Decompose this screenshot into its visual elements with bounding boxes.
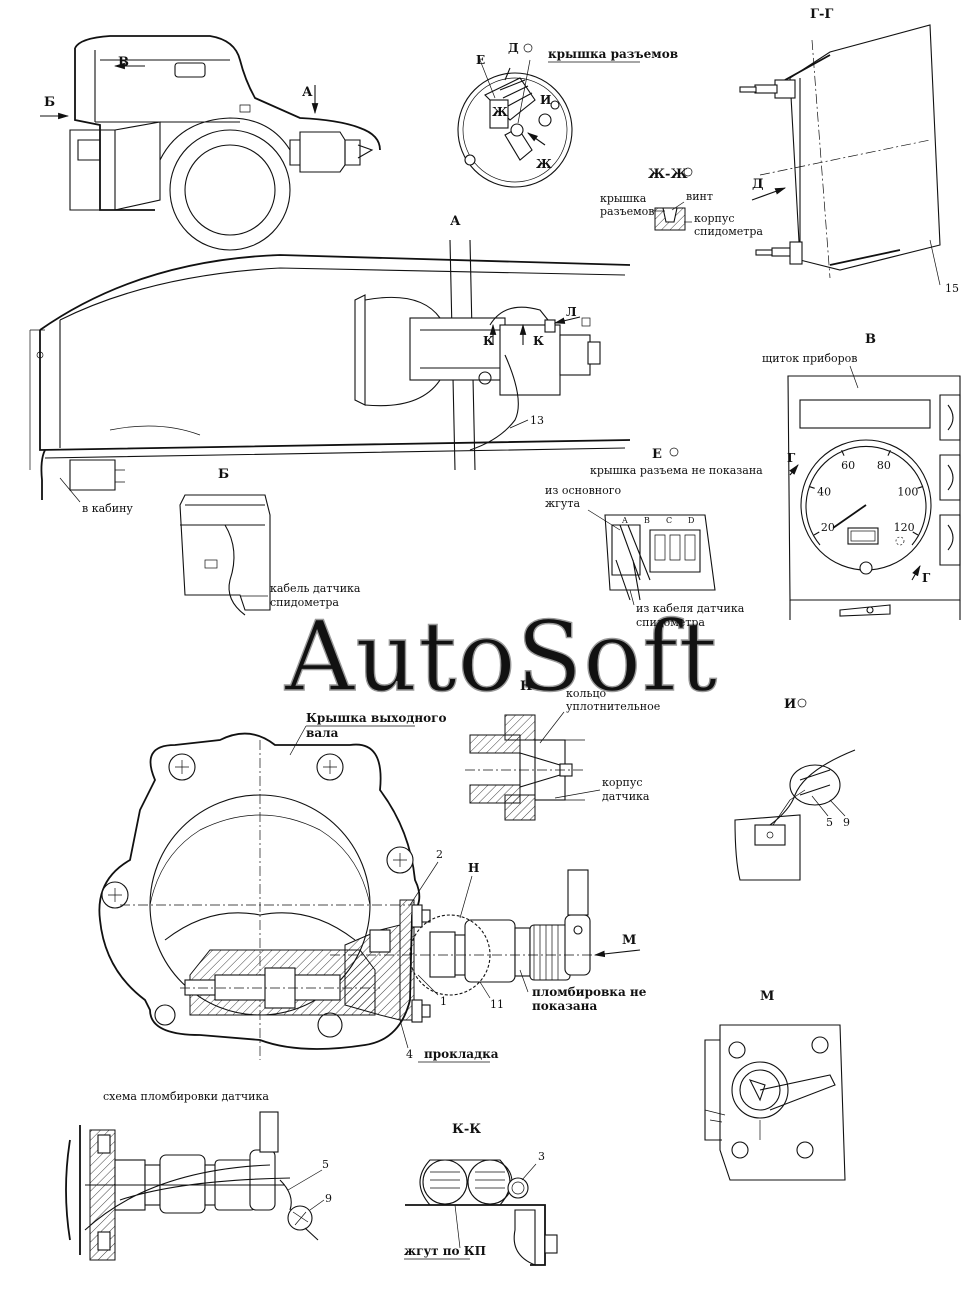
from-sensor-label-b: спидометра: [636, 616, 705, 629]
connector-column-label: A: [621, 516, 628, 525]
view-b-title: Б: [218, 467, 229, 482]
section-g-g-title: Г-Г: [810, 7, 833, 22]
to-cabin-label: в кабину: [82, 502, 133, 515]
section-g-g: Г-Г 15 Д: [739, 7, 959, 295]
gauge-tick-label: 20: [821, 521, 835, 534]
mark-g2: Г: [922, 571, 931, 585]
ref-4: 4: [406, 1048, 413, 1061]
arrow-v-label: В: [118, 55, 129, 70]
gauge-tick: [917, 485, 924, 489]
ref-11: 11: [490, 998, 504, 1011]
connector-column-label: B: [644, 516, 650, 525]
ref-5-scheme: 5: [322, 1158, 329, 1171]
gauge-ticks: 20 40 60 80 100 120: [808, 449, 924, 536]
truck-side-view: Б В А: [40, 35, 381, 251]
sensor-body-label-b: датчика: [602, 790, 650, 803]
gauge-tick: [887, 449, 891, 456]
speedo-body-label-a: корпус: [694, 212, 735, 225]
harness-gearbox-label: жгут по КП: [404, 1244, 486, 1258]
seal-scheme: схема пломбировки датчика 5 9: [65, 1090, 332, 1261]
output-cover-label-a: Крышка выходного: [306, 711, 447, 725]
arrow-b-label: Б: [44, 95, 55, 110]
seal-not-shown-label-a: пломбировка не: [532, 985, 647, 999]
cover-not-shown-label: крышка разъема не показана: [590, 464, 763, 477]
section-k-k: К-К 3 жгут по КП: [404, 1122, 558, 1266]
section-zh-zh: Ж-Ж крышка разъемов винт корпус спидомет…: [600, 167, 763, 238]
mark-l: Л: [566, 305, 577, 319]
gauge-needle: [832, 504, 867, 529]
ref-9-i: 9: [843, 816, 850, 829]
panel-label: щиток приборов: [762, 352, 857, 365]
view-v-instrument-panel: В щиток приборов 20 40 60 80 100 120 Г Г: [762, 332, 961, 620]
cover-connectors-label: крышка разъемов: [548, 47, 678, 61]
ref-2: 2: [436, 848, 443, 861]
gauge-tick: [813, 531, 820, 536]
view-a-title: А: [450, 214, 461, 229]
mark-i: И: [540, 93, 551, 107]
connector-column-label: D: [688, 516, 694, 525]
view-n-sensor-detail: Н кольцо уплотнительное корпус датчика: [465, 679, 660, 821]
speedo-body-label-b: спидометра: [694, 225, 763, 238]
seal-not-shown-label-b: показана: [532, 999, 597, 1013]
gauge-tick: [841, 449, 845, 456]
connector-columns: A B C D: [621, 516, 694, 525]
ref-3: 3: [538, 1150, 545, 1163]
ring-label-b: уплотнительное: [566, 700, 660, 713]
gauge-tick: [912, 531, 919, 536]
mark-zh2: Ж: [536, 157, 552, 171]
view-n-title: Н: [520, 679, 532, 694]
from-sensor-label-a: из кабеля датчика: [636, 602, 745, 615]
cover-label-a: крышка: [600, 192, 647, 205]
view-m: М: [704, 989, 846, 1181]
mark-g1: Г: [787, 451, 796, 465]
screw-label: винт: [686, 190, 713, 203]
gasket-label: прокладка: [424, 1047, 499, 1061]
ring-label-a: кольцо: [566, 687, 607, 700]
mark-e: Е: [476, 53, 485, 67]
view-e-connector: Е крышка разъема не показана A B C D из осн…: [545, 447, 763, 629]
connector-column-label: C: [666, 516, 672, 525]
ref-1: 1: [440, 995, 447, 1008]
section-zh-zh-title: Ж-Ж: [648, 167, 688, 182]
view-a-frame: А Л К К 13 в кабину: [29, 214, 631, 515]
gauge-tick-label: 80: [877, 459, 891, 472]
gauge-tick-label: 120: [894, 521, 915, 534]
speedometer-back-view: крышка разъемов Д Е Ж Ж И: [457, 41, 678, 188]
gauge-tick-label: 100: [897, 485, 918, 498]
gauge-tick-label: 60: [841, 459, 855, 472]
gauge-dial-arc: [805, 446, 927, 546]
from-main-label-b: жгута: [545, 497, 580, 510]
view-b: Б кабель датчика спидометра: [179, 467, 361, 616]
ref-13: 13: [530, 414, 544, 427]
mark-k1: К: [483, 334, 494, 348]
output-shaft-cover: Крышка выходного вала: [98, 711, 647, 1063]
watermark: AutoSoft: [284, 601, 718, 713]
ref-9-scheme: 9: [325, 1192, 332, 1205]
seal-scheme-title: схема пломбировки датчика: [103, 1090, 269, 1103]
view-v-title: В: [865, 332, 876, 347]
sensor-cable-label-b: спидометра: [270, 596, 339, 609]
ref-15: 15: [945, 282, 959, 295]
arrow-d-label: Д: [752, 177, 764, 192]
view-i-title: И: [784, 697, 796, 712]
view-i-seal: И 5 9: [734, 697, 856, 881]
ref-5-i: 5: [826, 816, 833, 829]
cover-label-b: разъемов: [600, 205, 654, 218]
from-main-label-a: из основного: [545, 484, 621, 497]
arrow-a-label: А: [302, 85, 313, 100]
view-e-title: Е: [652, 447, 662, 462]
sensor-cable-label-a: кабель датчика: [270, 582, 361, 595]
arrow-m-label: М: [622, 933, 636, 948]
section-k-k-title: К-К: [452, 1122, 481, 1137]
mark-k2: К: [533, 334, 544, 348]
mark-zh1: Ж: [492, 105, 508, 119]
mark-d: Д: [508, 41, 519, 55]
gauge-tick: [808, 485, 815, 489]
output-cover-label-b: вала: [306, 726, 339, 740]
sensor-body-label-a: корпус: [602, 776, 643, 789]
ref-n: Н: [468, 861, 479, 875]
view-m-title: М: [760, 989, 774, 1004]
gauge-tick-label: 40: [817, 485, 831, 498]
